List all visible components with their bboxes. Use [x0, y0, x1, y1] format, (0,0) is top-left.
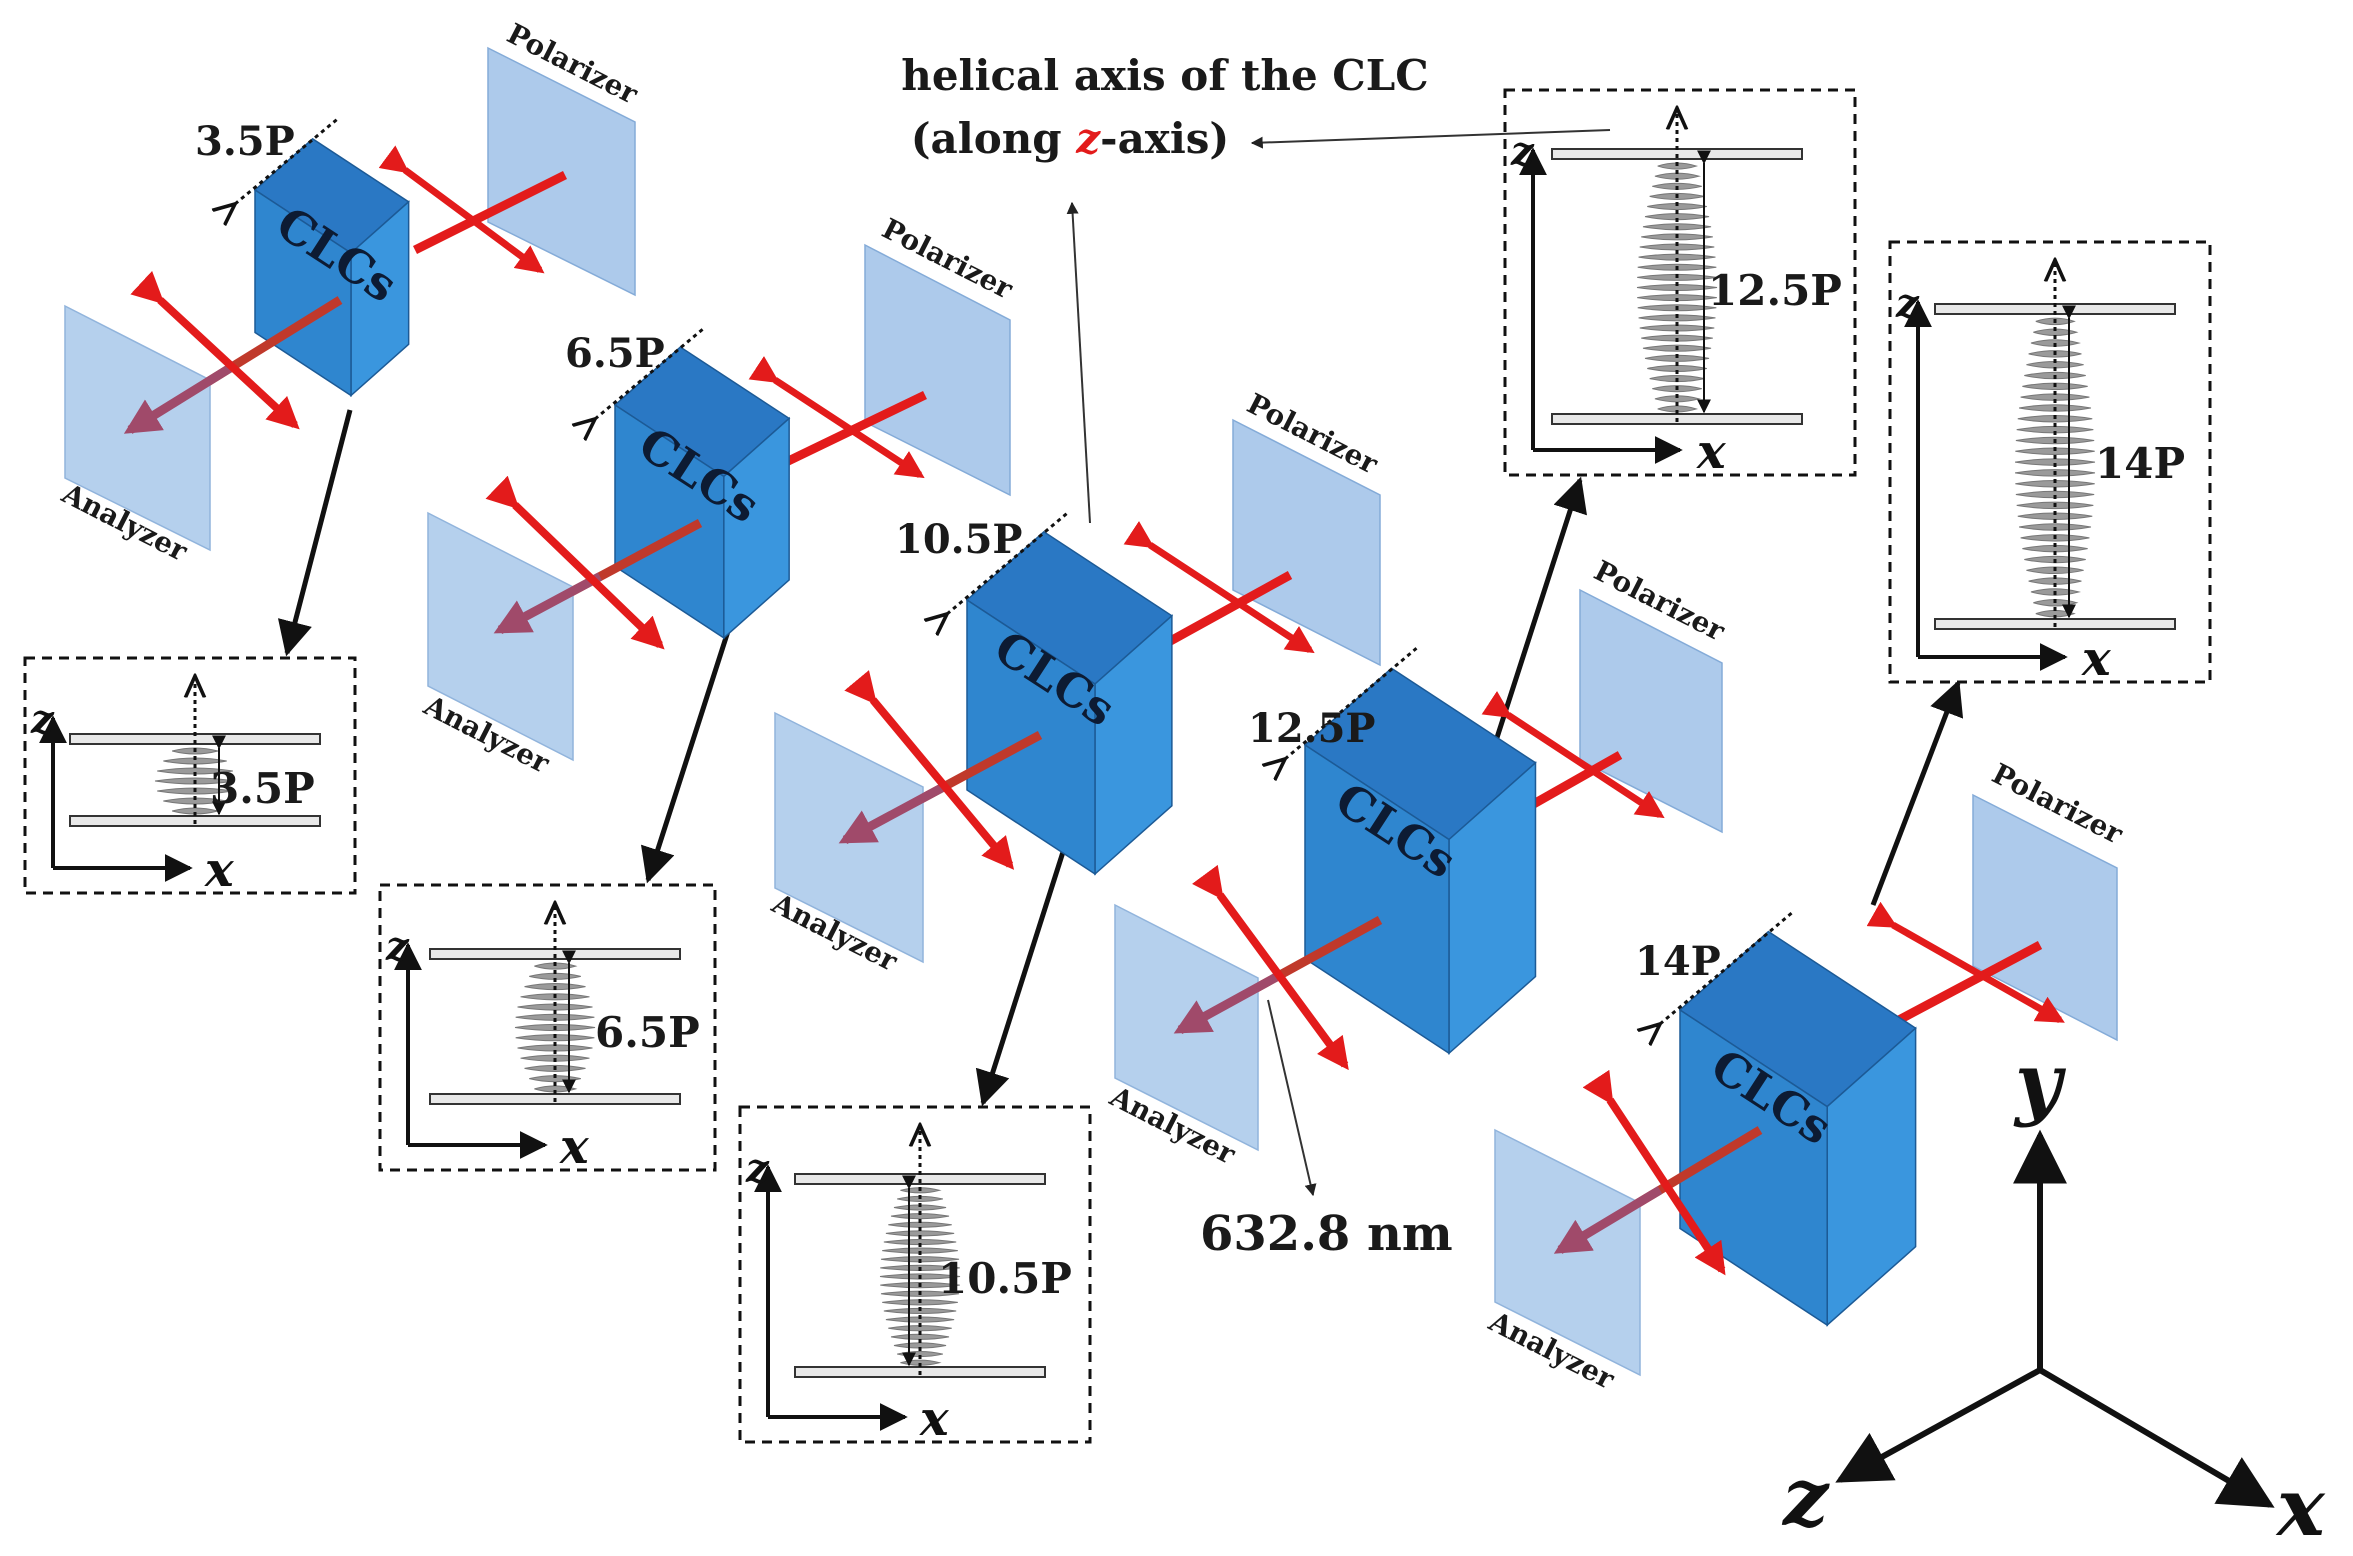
annotation-pointer-down — [1066, 201, 1091, 524]
polarizer-polarization-arrow-1 — [378, 145, 545, 274]
pitch-label-1: 3.5P — [195, 118, 295, 165]
x-axis-label: x — [2275, 1460, 2326, 1554]
inset-x-label-4: x — [1696, 424, 1727, 480]
inset-thickness-label-1: 3.5P — [210, 764, 315, 813]
inset-z-label-2: z — [385, 923, 410, 970]
connector-1 — [277, 409, 353, 657]
inset-4: z x 12.5P — [1503, 88, 1857, 480]
z-axis-label: z — [1781, 1450, 1830, 1544]
inset-x-label-3: x — [919, 1391, 950, 1447]
pitch-label-2: 6.5P — [565, 330, 665, 377]
inset-layer: z x 3.5P z x 6.5P z x 10.5P z x 12.5P z x 14P — [23, 88, 2212, 1447]
wavelength-pointer — [1267, 999, 1317, 1197]
polarizer-polarization-arrow-3 — [1123, 521, 1315, 654]
analyzer-polarization-arrow-1 — [130, 270, 300, 430]
annotation-pointer-right — [1250, 129, 1611, 149]
analyzer-polarization-arrow-4 — [1191, 864, 1349, 1071]
connector-4 — [1490, 476, 1587, 751]
helical-axis-3 — [947, 510, 1070, 614]
inset-frame-1 — [23, 656, 357, 895]
polarizer-polarization-arrow-2 — [748, 356, 925, 479]
inset-thickness-label-2: 6.5P — [595, 1008, 700, 1057]
helical-axis-1 — [235, 117, 339, 204]
annotation-line-2: (along z-axis) — [911, 114, 1230, 163]
connector-2 — [640, 624, 733, 884]
inset-x-label-2: x — [559, 1119, 590, 1175]
inset-thickness-label-4: 12.5P — [1708, 266, 1842, 315]
inset-thickness-label-5: 14P — [2095, 439, 2185, 488]
helical-axis-annotation: helical axis of the CLC (along z-axis) — [901, 51, 1611, 524]
wavelength-annotation: 632.8 nm — [1200, 999, 1453, 1262]
inset-3: z x 10.5P — [738, 1105, 1092, 1447]
inset-z-label-3: z — [745, 1145, 770, 1192]
inset-z-label-5: z — [1895, 280, 1920, 327]
wavelength-label: 632.8 nm — [1200, 1206, 1453, 1262]
inset-2: z x 6.5P — [378, 883, 717, 1175]
polarizer-polarization-arrow-5 — [1866, 901, 2065, 1024]
inset-x-label-5: x — [2081, 631, 2112, 687]
analyzer-polarization-arrow-5 — [1582, 1069, 1726, 1276]
coordinate-axes: y z x — [1781, 1035, 2326, 1554]
analyzer-polarization-arrow-2 — [485, 475, 665, 650]
z-axis-line — [1835, 1367, 2042, 1483]
connector-3 — [975, 829, 1073, 1107]
annotation-line-1: helical axis of the CLC — [901, 51, 1428, 100]
inset-x-label-1: x — [204, 842, 235, 898]
inset-5: z x 14P — [1888, 240, 2212, 687]
inset-1: z x 3.5P — [23, 656, 357, 898]
setup-layer: Polarizer3.5PCLCsAnalyzerPolarizer6.5PCL… — [56, 17, 2129, 1397]
y-axis-label: y — [2013, 1035, 2067, 1129]
inset-frame-3 — [738, 1105, 1092, 1444]
analyzer-polarization-arrow-3 — [844, 670, 1015, 870]
helical-axis-5 — [1660, 910, 1795, 1024]
pitch-label-4: 12.5P — [1248, 705, 1376, 752]
polarizer-polarization-arrow-4 — [1481, 690, 1665, 819]
pitch-label-3: 10.5P — [895, 516, 1023, 563]
inset-z-label-4: z — [1510, 128, 1535, 175]
x-axis-line — [2038, 1367, 2275, 1508]
pitch-label-5: 14P — [1635, 938, 1721, 985]
connector-5 — [1870, 679, 1964, 906]
inset-thickness-label-3: 10.5P — [938, 1254, 1072, 1303]
inset-z-label-1: z — [30, 696, 55, 743]
